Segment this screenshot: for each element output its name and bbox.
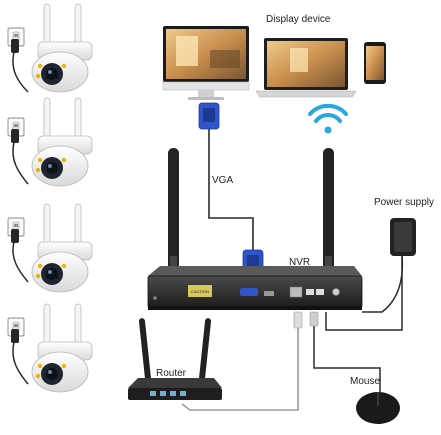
monitor-icon (162, 26, 250, 100)
camera-1 (7, 3, 93, 93)
nvr-caution-label: CAUTION (191, 289, 209, 294)
mouse-label: Mouse (350, 376, 380, 387)
vga-label: VGA (212, 175, 233, 186)
camera-4 (7, 303, 93, 393)
display-device-label: Display device (266, 14, 331, 25)
power-supply-label: Power supply (374, 197, 434, 208)
camera-icon (31, 303, 93, 393)
phone-icon (364, 42, 386, 84)
ethernet-cable (181, 311, 303, 411)
wall-outlet-icon (7, 27, 25, 54)
camera-3 (7, 203, 93, 293)
antenna-icon (323, 148, 334, 270)
camera-icon (31, 97, 93, 187)
wifi-icon (308, 103, 348, 134)
router-label: Router (156, 368, 187, 379)
router-icon (128, 318, 222, 400)
camera-icon (31, 203, 93, 293)
antenna-icon (168, 148, 179, 270)
camera-icon (31, 3, 93, 93)
nvr-device: CAUTION (147, 266, 363, 310)
camera-2 (7, 97, 93, 187)
wall-outlet-icon (7, 117, 25, 144)
nvr-label: NVR (289, 257, 310, 268)
vga-cable (198, 102, 264, 275)
wall-outlet-icon (7, 217, 25, 244)
power-adapter-icon (325, 218, 416, 331)
laptop-icon (255, 38, 357, 98)
mouse-icon (309, 311, 400, 424)
wall-outlet-icon (7, 317, 25, 344)
